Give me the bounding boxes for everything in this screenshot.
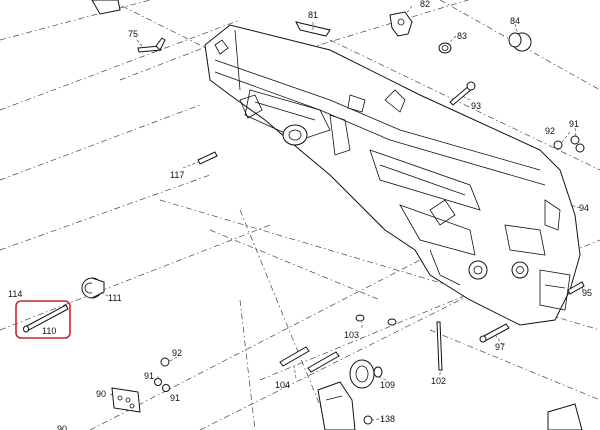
callout-75: 75	[128, 29, 138, 39]
part-92-nut-lower	[160, 357, 170, 367]
callout-104: 104	[275, 380, 290, 390]
part-stock-fragment	[547, 403, 583, 430]
callout-95: 95	[582, 288, 592, 298]
callout-138: 138	[380, 414, 395, 424]
part-93-pin	[449, 81, 476, 106]
callout-111: 111	[108, 293, 122, 303]
callout-83: 83	[457, 31, 467, 41]
callout-103: 103	[344, 330, 359, 340]
part-95-screw	[567, 281, 585, 295]
part-138-screw	[363, 415, 373, 425]
callout-91-lower-b: 91	[170, 393, 180, 403]
highlight-box-110	[15, 300, 71, 339]
callout-92-top: 92	[545, 126, 555, 136]
callout-91-top: 91	[569, 119, 579, 129]
callout-110: 110	[42, 326, 56, 336]
part-82-latch	[389, 11, 413, 37]
callout-90-cut: 90	[57, 424, 67, 430]
receiver-housing	[204, 24, 581, 326]
leader-lines	[99, 5, 584, 421]
part-104-pins	[279, 346, 340, 373]
part-91-washers-lower	[154, 378, 170, 392]
part-102-rod	[436, 321, 443, 371]
part-111-bushing	[81, 277, 105, 299]
callout-90: 90	[96, 389, 106, 399]
part-75-hex-key	[137, 37, 166, 53]
callout-92-lower: 92	[172, 348, 182, 358]
callout-94: 94	[579, 203, 589, 213]
callout-81: 81	[308, 10, 318, 20]
part-117-pin	[197, 151, 218, 165]
part-92-nut-top	[553, 140, 563, 150]
callout-91-lower-a: 91	[144, 371, 154, 381]
callout-109: 109	[380, 380, 395, 390]
callout-117: 117	[170, 170, 184, 180]
callout-labels: 81 82 84 83 75 93 92 91 117 94 114 111 1…	[8, 0, 592, 430]
callout-97: 97	[495, 342, 505, 352]
part-91-washer-top	[570, 135, 585, 153]
part-84-bushing	[508, 32, 532, 52]
callout-114: 114	[8, 289, 22, 299]
part-90-plate	[111, 387, 141, 413]
part-103-clip	[355, 314, 397, 326]
part-97-pin	[479, 323, 510, 343]
part-cut-top-left	[91, 0, 121, 15]
part-83-nut	[438, 42, 452, 54]
part-trigger-guard	[317, 381, 356, 430]
callout-84: 84	[510, 16, 520, 26]
callout-82: 82	[420, 0, 430, 9]
callout-102: 102	[431, 376, 446, 386]
callout-93: 93	[471, 101, 481, 111]
part-109-sling-swivel	[349, 359, 383, 389]
part-110-pin	[23, 304, 69, 333]
